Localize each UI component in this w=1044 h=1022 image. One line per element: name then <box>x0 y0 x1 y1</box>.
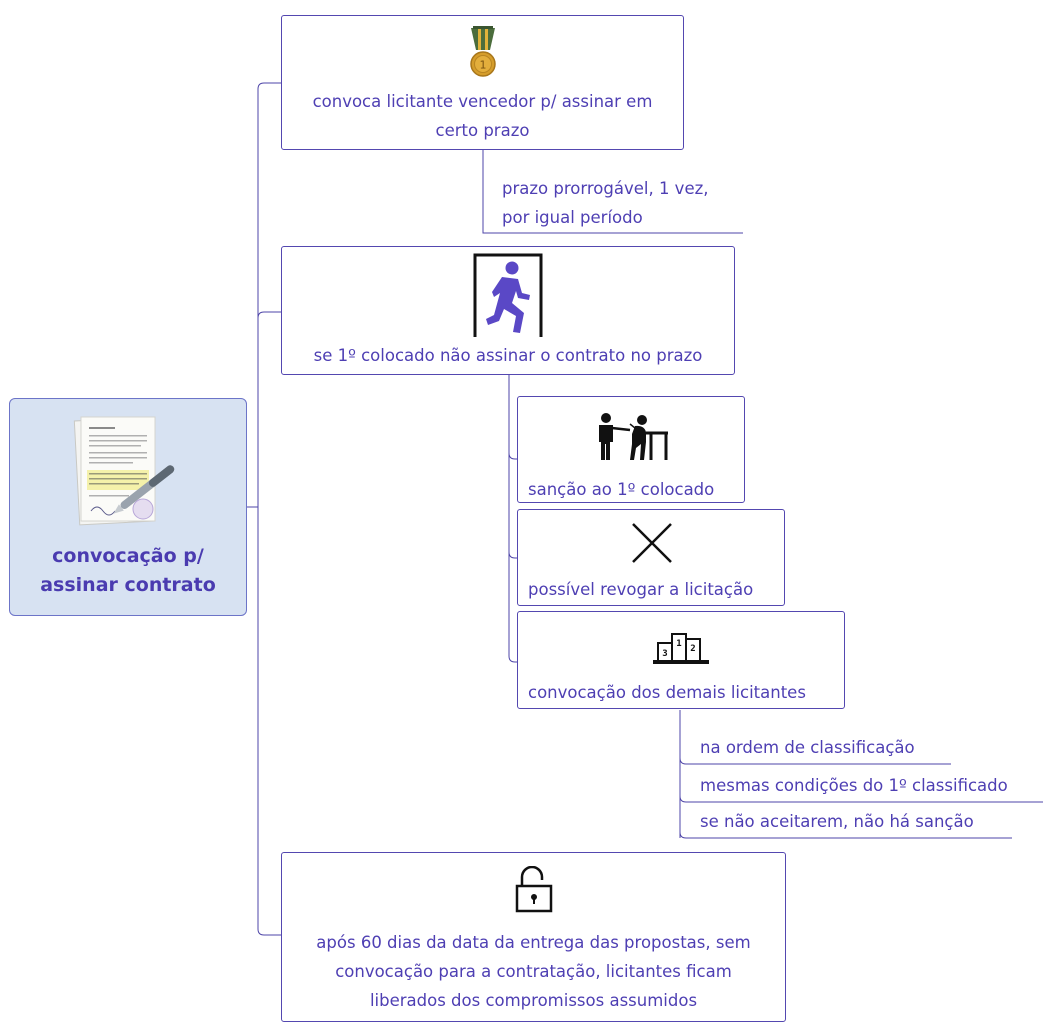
running-exit-icon <box>473 253 543 337</box>
leaf-ordem-classificacao[interactable]: na ordem de classificação <box>700 733 915 762</box>
leaf-mesmas-label: mesmas condições do 1º classificado <box>700 776 1008 795</box>
x-mark-icon <box>632 523 672 563</box>
unlock-topic-line3: liberados dos compromissos assumidos <box>369 991 698 1010</box>
topic-revogar[interactable]: possível revogar a licitação <box>517 509 785 606</box>
topic-se-nao-assinar[interactable]: se 1º colocado não assinar o contrato no… <box>281 246 735 375</box>
demais-label: convocação dos demais licitantes <box>528 683 806 702</box>
topic-convoca-licitante[interactable]: 1 convoca licitante vencedor p/ assinar … <box>281 15 684 150</box>
root-label-line2: assinar contrato <box>40 574 216 596</box>
root-topic-convocacao[interactable]: convocação p/ assinar contrato <box>9 398 247 616</box>
unlocked-padlock-icon <box>515 866 553 913</box>
leaf-prazo-line2: por igual período <box>502 208 643 227</box>
svg-text:1: 1 <box>480 59 487 72</box>
leaf-nao-aceitarem[interactable]: se não aceitarem, não há sanção <box>700 807 974 836</box>
svg-text:2: 2 <box>690 644 695 654</box>
punishment-icon <box>599 413 668 460</box>
leaf-prazo-prorrogavel[interactable]: prazo prorrogável, 1 vez, por igual perí… <box>502 174 709 232</box>
leaf-prazo-line1: prazo prorrogável, 1 vez, <box>502 179 709 198</box>
topic-apos-60-dias[interactable]: após 60 dias da data da entrega das prop… <box>281 852 786 1022</box>
root-label-line1: convocação p/ <box>52 545 204 567</box>
signed-contract-icon <box>73 416 175 526</box>
medal-topic-line2: certo prazo <box>435 121 530 140</box>
leaf-nao-aceitarem-label: se não aceitarem, não há sanção <box>700 812 974 831</box>
leaf-mesmas-condicoes[interactable]: mesmas condições do 1º classificado <box>700 771 1008 800</box>
topic-convocacao-demais[interactable]: 1 3 2 convocação dos demais licitantes <box>517 611 845 709</box>
unlock-topic-line1: após 60 dias da data da entrega das prop… <box>316 933 751 952</box>
medal-topic-line1: convoca licitante vencedor p/ assinar em <box>312 92 653 111</box>
svg-text:3: 3 <box>662 649 667 659</box>
leaf-ordem-label: na ordem de classificação <box>700 738 915 757</box>
svg-text:1: 1 <box>676 639 681 649</box>
revogar-label: possível revogar a licitação <box>528 580 754 599</box>
podium-icon: 1 3 2 <box>653 633 709 664</box>
topic-sancao[interactable]: sanção ao 1º colocado <box>517 396 745 503</box>
unlock-topic-line2: convocação para a contratação, licitante… <box>335 962 732 981</box>
gold-medal-icon: 1 <box>470 26 496 77</box>
exit-topic-line1: se 1º colocado não assinar o contrato no… <box>313 346 703 365</box>
sancao-label: sanção ao 1º colocado <box>528 480 715 499</box>
